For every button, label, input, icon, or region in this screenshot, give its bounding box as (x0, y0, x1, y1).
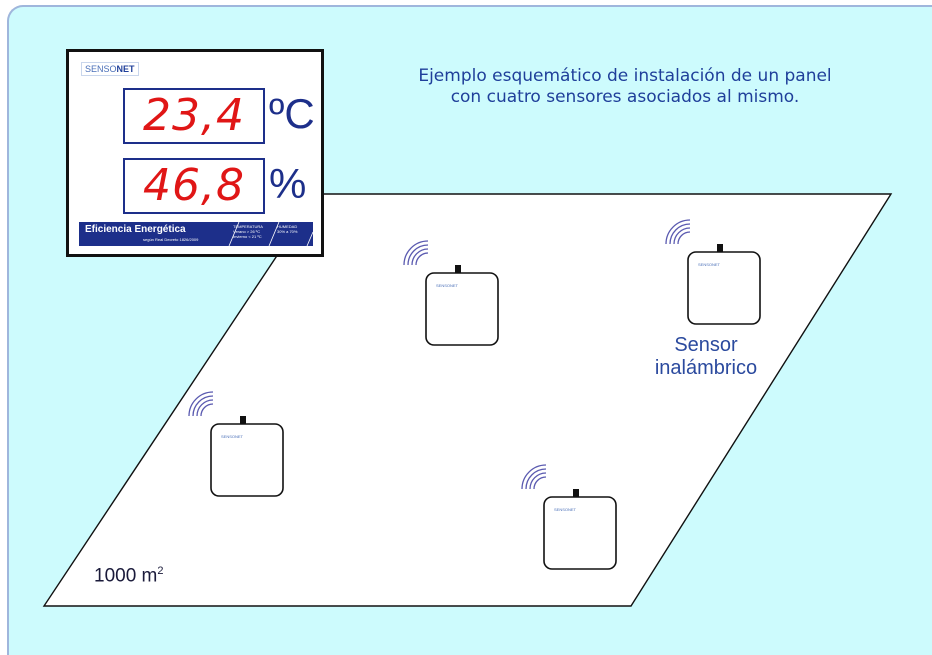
efficiency-title: Eficiencia Energética (85, 224, 186, 235)
efficiency-bar: Eficiencia Energética según Real Decreto… (79, 222, 313, 246)
sensor-logo: SENSONET (221, 434, 244, 439)
wifi-icon (665, 219, 691, 245)
floor-area (42, 193, 893, 607)
caption-line-2: con cuatro sensores asociados al mismo. (450, 87, 800, 107)
area-superscript: 2 (157, 565, 164, 577)
sensor-bottom-right: SENSONET (521, 464, 617, 570)
temperature-unit: ºC (269, 90, 315, 137)
sensor-label: Sensor inalámbrico (640, 334, 772, 380)
sensor-logo: SENSONET (698, 262, 721, 267)
panel-logo: SENSONET (81, 62, 139, 76)
temperature-info-header: TEMPERATURA (233, 224, 263, 229)
humidity-display: 46,8 (123, 158, 265, 214)
wifi-icon (521, 464, 547, 490)
panel-logo-suffix: NET (116, 64, 135, 74)
temperature-info-summer: Verano > 26 ºC (233, 229, 261, 234)
temperature-info-winter: Invierno < 21 ºC (233, 234, 262, 239)
area-value: 1000 m (94, 565, 158, 587)
humidity-unit: % (269, 160, 307, 207)
sensor-bottom-left: SENSONET (188, 391, 284, 497)
caption: Ejemplo esquemático de instalación de un… (390, 66, 860, 108)
sensor-label-line-1: Sensor (674, 334, 738, 356)
humidity-info-header: HUMEDAD (277, 224, 298, 229)
temperature-display: 23,4 (123, 88, 265, 144)
sensor-label-line-2: inalámbrico (654, 357, 758, 379)
sensor-top-middle: SENSONET (403, 240, 499, 346)
caption-line-1: Ejemplo esquemático de instalación de un… (418, 66, 832, 86)
wifi-icon (188, 391, 214, 417)
sensor-top-right: SENSONET (665, 219, 761, 325)
area-label: 1000 m2 (94, 565, 164, 587)
efficiency-subtitle: según Real Decreto 1826/2009 (143, 237, 199, 242)
wifi-icon (403, 240, 429, 266)
panel-logo-prefix: SENSO (85, 64, 117, 74)
display-panel: SENSONET 23,4 ºC 46,8 % Eficiencia Energ… (66, 49, 324, 257)
sensor-logo: SENSONET (436, 283, 459, 288)
sensor-logo: SENSONET (554, 507, 577, 512)
temperature-info: TEMPERATURA Verano > 26 ºC Invierno < 21… (233, 224, 263, 239)
humidity-info: HUMEDAD 30% a 70% (277, 224, 297, 234)
humidity-info-range: 30% a 70% (277, 229, 298, 234)
